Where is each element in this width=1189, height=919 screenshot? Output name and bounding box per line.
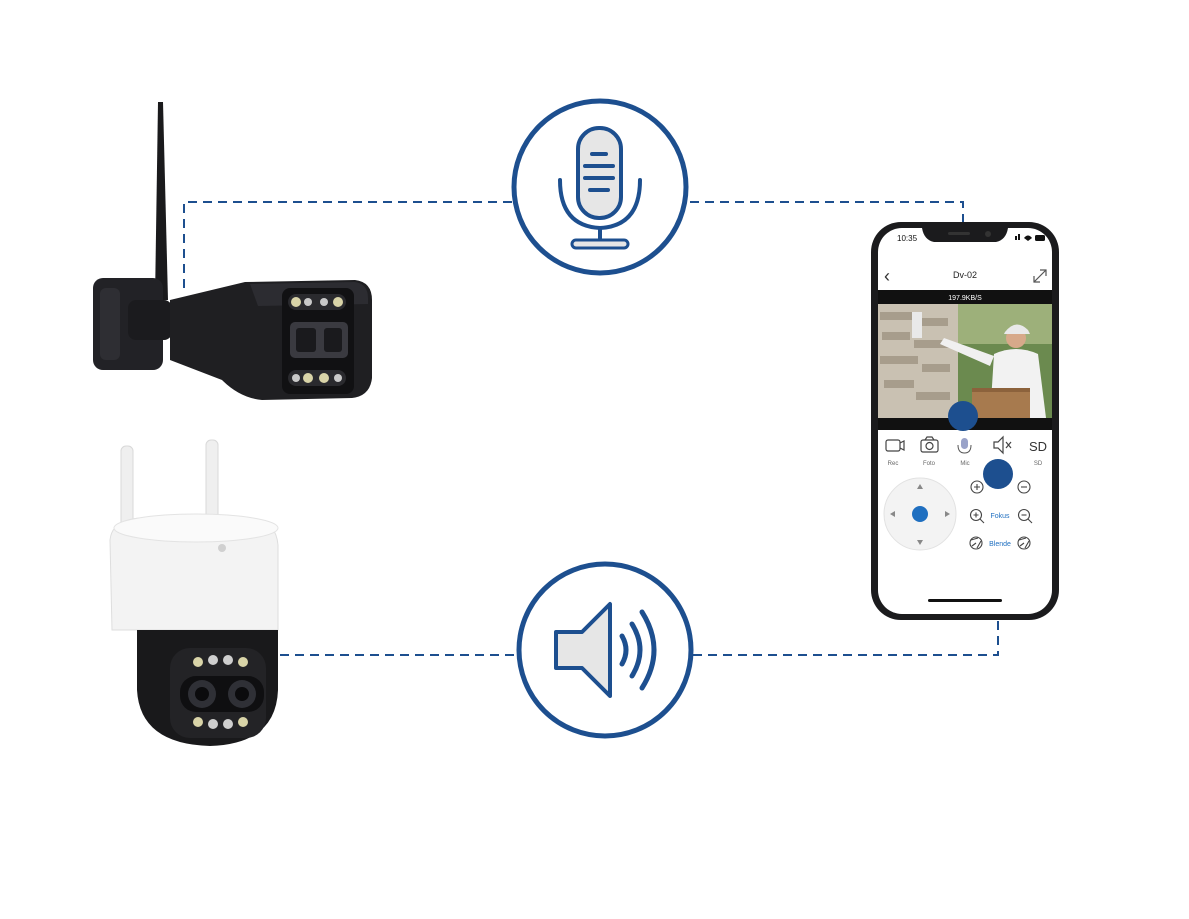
mic-endpoint-dot: [948, 401, 978, 431]
bitrate-text: 197.9KB/S: [948, 295, 982, 302]
sd-icon[interactable]: SD: [1029, 439, 1047, 454]
control-label-sd: SD: [1034, 461, 1043, 467]
led-array-bottom: [288, 370, 346, 386]
iris-open-icon[interactable]: [969, 536, 983, 550]
zoom-in-icon[interactable]: [970, 480, 984, 494]
fullscreen-icon[interactable]: [1033, 269, 1047, 283]
control-label-rec: Rec: [888, 461, 899, 467]
ptz-leds: [193, 655, 248, 729]
iris-close-icon[interactable]: [1017, 536, 1031, 550]
status-icons: [1015, 234, 1045, 241]
microphone-icon: [558, 126, 642, 250]
joystick-knob[interactable]: [912, 506, 928, 522]
led-array-top: [288, 294, 346, 310]
bitrate-bar: [878, 290, 1052, 304]
microphone-circle: [511, 98, 689, 276]
focus-out-icon[interactable]: [1017, 508, 1033, 524]
blende-label: Blende: [989, 541, 1011, 548]
antenna: [155, 102, 168, 300]
ptz-camera: [109, 439, 279, 746]
camera-title: Dv-02: [953, 270, 977, 280]
joystick-down-icon[interactable]: [917, 540, 923, 545]
smartphone: 10:35 ‹ Dv-02 197.9KB/S: [871, 222, 1059, 620]
focus-in-icon[interactable]: [969, 508, 985, 524]
control-label-mic: Mic: [960, 461, 969, 467]
control-row: Rec Foto Mic SD SD: [885, 435, 1047, 467]
speaker-icon: [554, 602, 657, 698]
joystick-up-icon[interactable]: [917, 484, 923, 489]
status-time: 10:35: [897, 234, 918, 243]
lens-controls: [969, 480, 1033, 550]
zoom-out-icon[interactable]: [1017, 480, 1031, 494]
fokus-label: Fokus: [990, 513, 1010, 520]
joystick-left-icon[interactable]: [890, 511, 895, 517]
mic-icon[interactable]: [957, 438, 972, 454]
ptz-joystick[interactable]: [883, 477, 957, 551]
mic-line-left: [183, 201, 512, 288]
mic-line-right: [690, 201, 964, 416]
speaker-circle: [516, 561, 694, 739]
control-label-foto: Foto: [923, 461, 936, 467]
video-feed: [878, 304, 1052, 418]
record-icon[interactable]: [885, 439, 905, 452]
speaker-mute-icon[interactable]: [993, 435, 1012, 455]
ptz-lenses: [180, 676, 264, 712]
camera-icon[interactable]: [920, 436, 939, 453]
joystick-right-icon[interactable]: [945, 511, 950, 517]
speaker-endpoint-dot: [983, 459, 1013, 489]
home-indicator: [928, 599, 1002, 602]
back-chevron-icon[interactable]: ‹: [884, 266, 890, 286]
bullet-camera: [93, 102, 372, 400]
